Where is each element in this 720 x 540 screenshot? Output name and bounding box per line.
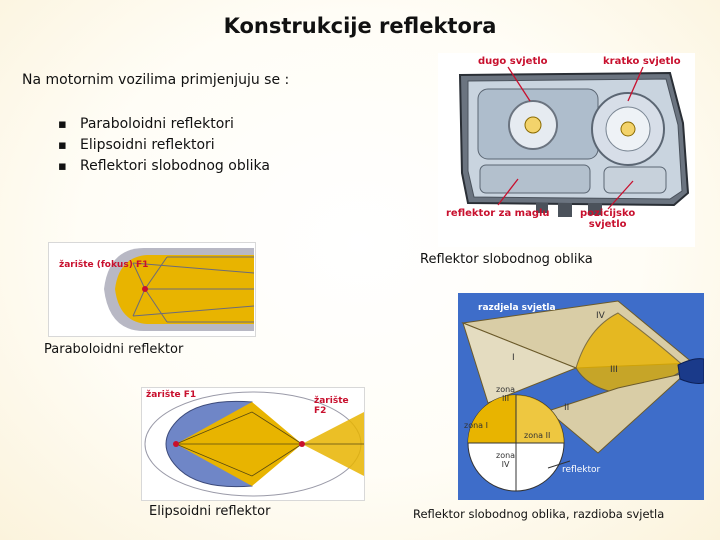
intro-text: Na motornim vozilima primjenjuju se : [22,72,289,88]
bullet-item: Paraboloidni reflektori [58,114,270,135]
label-focus-f1: žarište F1 [146,390,196,400]
label-zone-ii-roman: II [564,403,569,413]
light-distribution-diagram: razdjela svjetla IV I III II zona III zo… [458,293,704,500]
caption-parabolic: Paraboloidni reflektor [44,342,183,357]
label-zone-iv-roman: IV [596,311,605,321]
parabolic-illustration [49,243,255,336]
label-distribution-header: razdjela svjetla [478,303,556,313]
label-zona-iv-line1: zona [496,451,515,460]
label-zona-iii-line2: III [496,394,515,403]
label-position-lamp: pozicijsko svjetlo [580,208,635,230]
label-fog-lamp: reflektor za maglu [446,208,550,219]
ellipsoid-diagram: žarište F1 žarište F2 [141,387,365,501]
label-low-beam: kratko svjetlo [603,56,681,67]
label-zona-iv-line2: IV [496,460,515,469]
label-zona-i: zona I [464,421,488,430]
caption-freeform: Reflektor slobodnog oblika [420,252,593,267]
bullet-item: Reflektori slobodnog oblika [58,156,270,177]
label-zone-i-roman: I [512,353,515,363]
label-position-line1: pozicijsko [580,208,635,219]
bullet-list: Paraboloidni reflektori Elipsoidni refle… [58,114,270,177]
label-parabolic-focus: žarište (fokus) F1 [59,260,148,270]
label-reflector: reflektor [562,465,600,475]
label-zone-iii-roman: III [610,365,618,375]
label-zona-iv: zona IV [496,451,515,469]
label-zona-iii-line1: zona [496,385,515,394]
parabolic-diagram: žarište (fokus) F1 [48,242,256,337]
label-high-beam: dugo svjetlo [478,56,548,67]
bullet-item: Elipsoidni reflektori [58,135,270,156]
headlamp-image: dugo svjetlo kratko svjetlo reflektor za… [438,53,695,247]
caption-distribution: Reflektor slobodnog oblika, razdioba svj… [413,507,664,521]
label-zona-iii: zona III [496,385,515,403]
caption-ellipsoid: Elipsoidni reflektor [149,504,270,519]
label-zona-ii: zona II [524,431,550,440]
slide-title: Konstrukcije reflektora [0,14,720,38]
label-position-line2: svjetlo [580,219,635,230]
label-focus-f2: žarište F2 [314,396,364,416]
